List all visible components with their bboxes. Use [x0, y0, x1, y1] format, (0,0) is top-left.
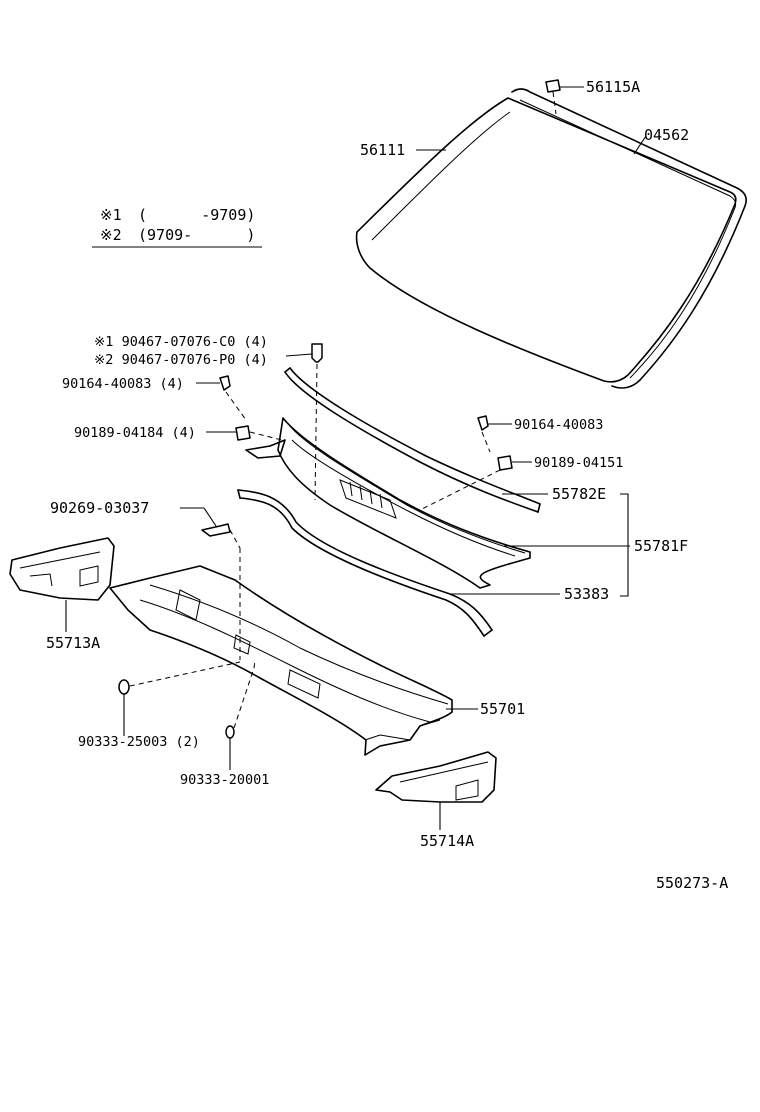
label-90189-left: 90189-04184 (4) — [74, 425, 196, 441]
label-55714A: 55714A — [420, 832, 474, 850]
label-90467-c0: ※1 90467-07076-C0 (4) — [94, 334, 268, 350]
louver-55781F — [245, 417, 531, 589]
label-90164-right: 90164-40083 — [514, 417, 603, 433]
weatherstrip-53383 — [237, 489, 493, 637]
label-53383: 53383 — [564, 585, 609, 603]
label-90333-20001: 90333-20001 — [180, 772, 269, 788]
cowl-side-55714A — [375, 751, 497, 803]
label-56115A: 56115A — [586, 78, 640, 96]
part-labels: 56115A 56111 04562 ※1 90467-07076-C0 (4)… — [46, 78, 728, 892]
leader-lines — [65, 86, 647, 830]
fasteners — [118, 343, 513, 739]
label-90467-p0: ※2 90467-07076-P0 (4) — [94, 352, 268, 368]
stopper-56115A — [545, 79, 561, 115]
legend-mark-2: ※2 — [100, 226, 122, 244]
label-55701: 55701 — [480, 700, 525, 718]
diagram-code: 550273-A — [656, 874, 728, 892]
label-90189-right: 90189-04151 — [534, 455, 623, 471]
label-55781F: 55781F — [634, 537, 688, 555]
label-90333-25003: 90333-25003 (2) — [78, 734, 200, 750]
label-90269: 90269-03037 — [50, 499, 149, 517]
legend-range-1: ( -9709) — [138, 206, 255, 224]
label-55782E: 55782E — [552, 485, 606, 503]
label-55713A: 55713A — [46, 634, 100, 652]
label-56111: 56111 — [360, 141, 405, 159]
legend-mark-1: ※1 — [100, 206, 122, 224]
legend: ※1 ( -9709) ※2 (9709- ) — [92, 206, 262, 248]
windshield-moulding — [511, 88, 747, 389]
legend-range-2: (9709- ) — [138, 226, 255, 244]
cowl-side-55713A — [9, 537, 115, 601]
label-04562: 04562 — [644, 126, 689, 144]
windshield-glass — [355, 97, 737, 383]
seal-55782E — [284, 367, 541, 513]
cowl-panel-55701 — [109, 565, 453, 756]
label-90164-left: 90164-40083 (4) — [62, 376, 184, 392]
